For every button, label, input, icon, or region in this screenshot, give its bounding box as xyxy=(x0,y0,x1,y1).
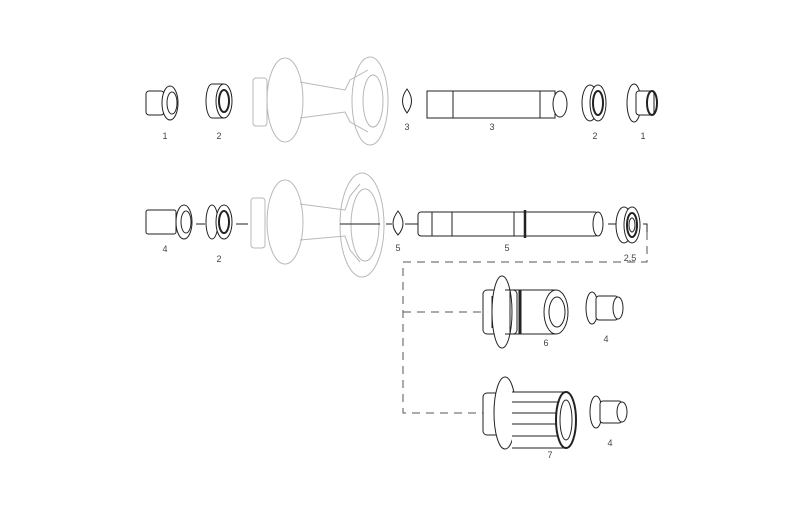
front-hub-shell xyxy=(252,56,389,146)
part-label: 3 xyxy=(404,122,410,132)
part-label: 6 xyxy=(543,338,549,348)
part-3-axle-front xyxy=(426,90,568,119)
part-label: 5 xyxy=(504,243,510,253)
part-label: 4 xyxy=(162,244,168,254)
part-2-rear-left-bearing xyxy=(205,204,233,240)
part-label: 2,5 xyxy=(623,253,637,263)
part-label: 3 xyxy=(489,122,495,132)
part-label: 2 xyxy=(216,131,222,141)
part-2-5-rear-right-bearing xyxy=(615,206,641,244)
part-4-left-endcap xyxy=(145,204,193,240)
part-label: 2 xyxy=(592,131,598,141)
part-label: 4 xyxy=(607,438,613,448)
part-2-left-bearing xyxy=(205,83,233,119)
part-4-freehub-endcap-a xyxy=(585,291,624,325)
part-5-axle-rear xyxy=(417,210,604,238)
part-2-right-bearing xyxy=(581,84,607,122)
part-label: 1 xyxy=(640,131,646,141)
part-label: 4 xyxy=(603,334,609,344)
part-label: 5 xyxy=(395,243,401,253)
part-6-freehub-body xyxy=(482,275,569,349)
part-label: 2 xyxy=(216,254,222,264)
part-4-freehub-endcap-b xyxy=(589,395,628,429)
rear-hub-shell xyxy=(250,172,385,278)
part-label: 1 xyxy=(162,131,168,141)
part-1-left-endcap xyxy=(145,85,179,121)
part-label: 7 xyxy=(547,450,553,460)
dashed-connector-lines xyxy=(402,232,648,414)
part-1-right-endcap xyxy=(626,83,658,123)
part-3-spacer-small xyxy=(402,88,412,114)
part-7-freehub-body xyxy=(482,376,577,450)
part-5-spacer xyxy=(392,210,404,236)
